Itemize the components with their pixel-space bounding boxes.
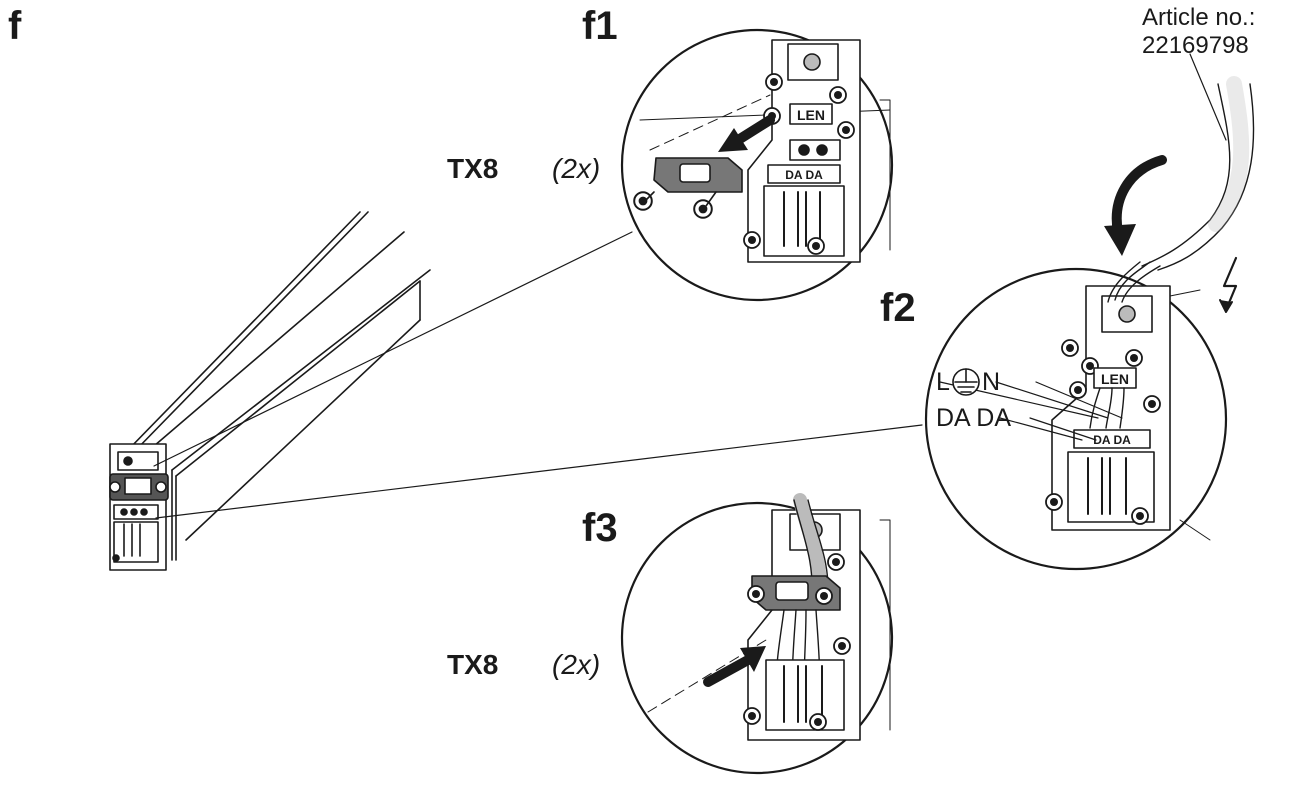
- ground-icon: [952, 368, 980, 396]
- leader-lines: [153, 231, 923, 519]
- f2-dada-text: DA DA: [1093, 433, 1131, 447]
- f1-dada-text: DA DA: [785, 168, 823, 182]
- article-value: 22169798: [1142, 32, 1249, 59]
- callout-f1: LEN DA DA: [620, 28, 894, 302]
- terminal-label-dada: DA DA: [936, 404, 1012, 432]
- article-number: Article no.: 22169798: [1142, 4, 1255, 60]
- remove-arrow-icon: [649, 94, 775, 152]
- f1-len-text: LEN: [797, 107, 825, 123]
- quantity-label-top: (2x): [552, 153, 601, 184]
- f3-clamp: [747, 575, 841, 611]
- cable: [1141, 53, 1255, 271]
- step-label-f2: f2: [880, 286, 916, 330]
- terminal-label-l: L: [936, 368, 950, 396]
- step-label-f1: f1: [582, 4, 618, 48]
- terminal-label-n: N: [982, 368, 1001, 396]
- step-label-f3: f3: [582, 506, 618, 550]
- figure-label: f: [8, 4, 22, 48]
- rail-terminal-block: [109, 443, 169, 571]
- curved-arrow-icon: [1104, 155, 1167, 256]
- insert-arrow-icon: [647, 639, 767, 713]
- f1-clamp: [633, 157, 743, 219]
- f2-len-text: LEN: [1101, 371, 1129, 387]
- callout-f2: LEN DA DA: [924, 261, 1228, 571]
- tool-label-bottom: TX8: [447, 649, 499, 680]
- lightning-icon: [1219, 256, 1238, 313]
- callout-f3: [620, 493, 894, 775]
- profile-rail: [125, 211, 431, 561]
- article-label: Article no.:: [1142, 4, 1256, 31]
- quantity-label-bottom: (2x): [552, 649, 601, 680]
- tool-label-top: TX8: [447, 153, 499, 184]
